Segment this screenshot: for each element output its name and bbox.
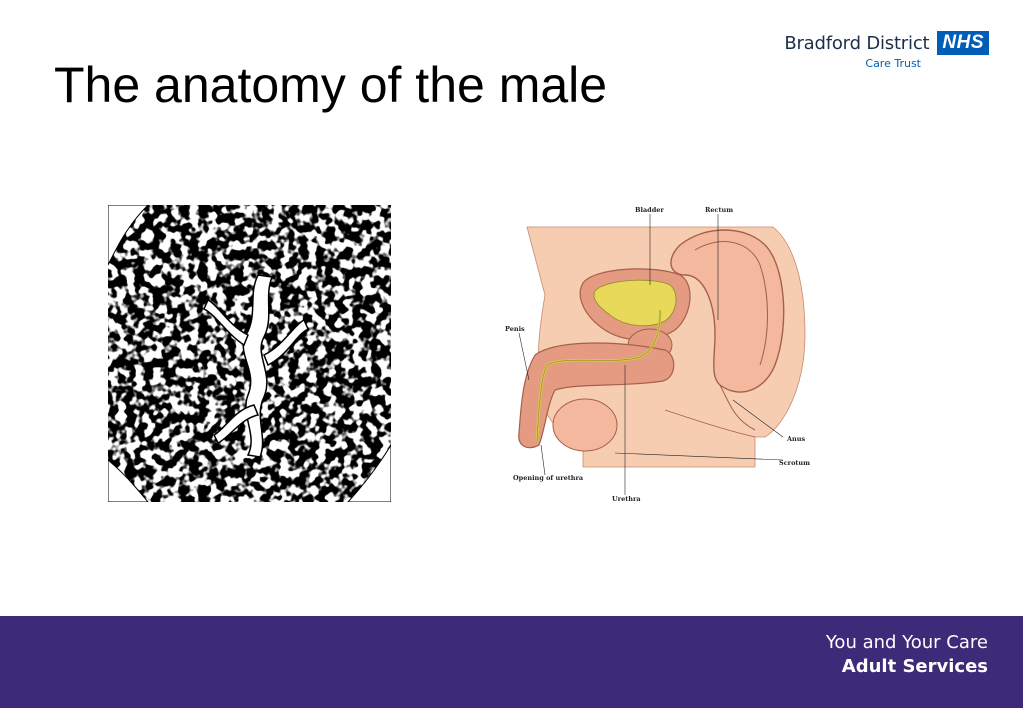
penis [518,342,675,449]
label-bladder: Bladder [635,206,664,214]
label-anus: Anus [786,435,805,443]
label-opening-of-urethra: Opening of urethra [513,474,584,482]
logo-subtitle: Care Trust [865,57,921,70]
label-scrotum: Scrotum [779,459,810,467]
micrograph-image [108,205,391,502]
label-rectum: Rectum [705,206,733,214]
footer-bar: You and Your Care Adult Services [0,616,1023,708]
nhs-logo: Bradford District NHS Care Trust [784,31,989,70]
scrotum [552,398,618,452]
label-penis: Penis [505,325,525,333]
slide-title: The anatomy of the male [54,57,608,113]
anatomy-diagram: Bladder Rectum Penis Anus Scrotum Openin… [505,206,810,503]
label-urethra: Urethra [612,495,641,503]
bladder-lumen [593,279,677,327]
logo-organization: Bradford District [784,32,930,54]
rectum [670,229,785,393]
nhs-badge: NHS [937,31,989,55]
footer-line-2: Adult Services [841,656,988,677]
footer-line-1: You and Your Care [825,632,988,653]
